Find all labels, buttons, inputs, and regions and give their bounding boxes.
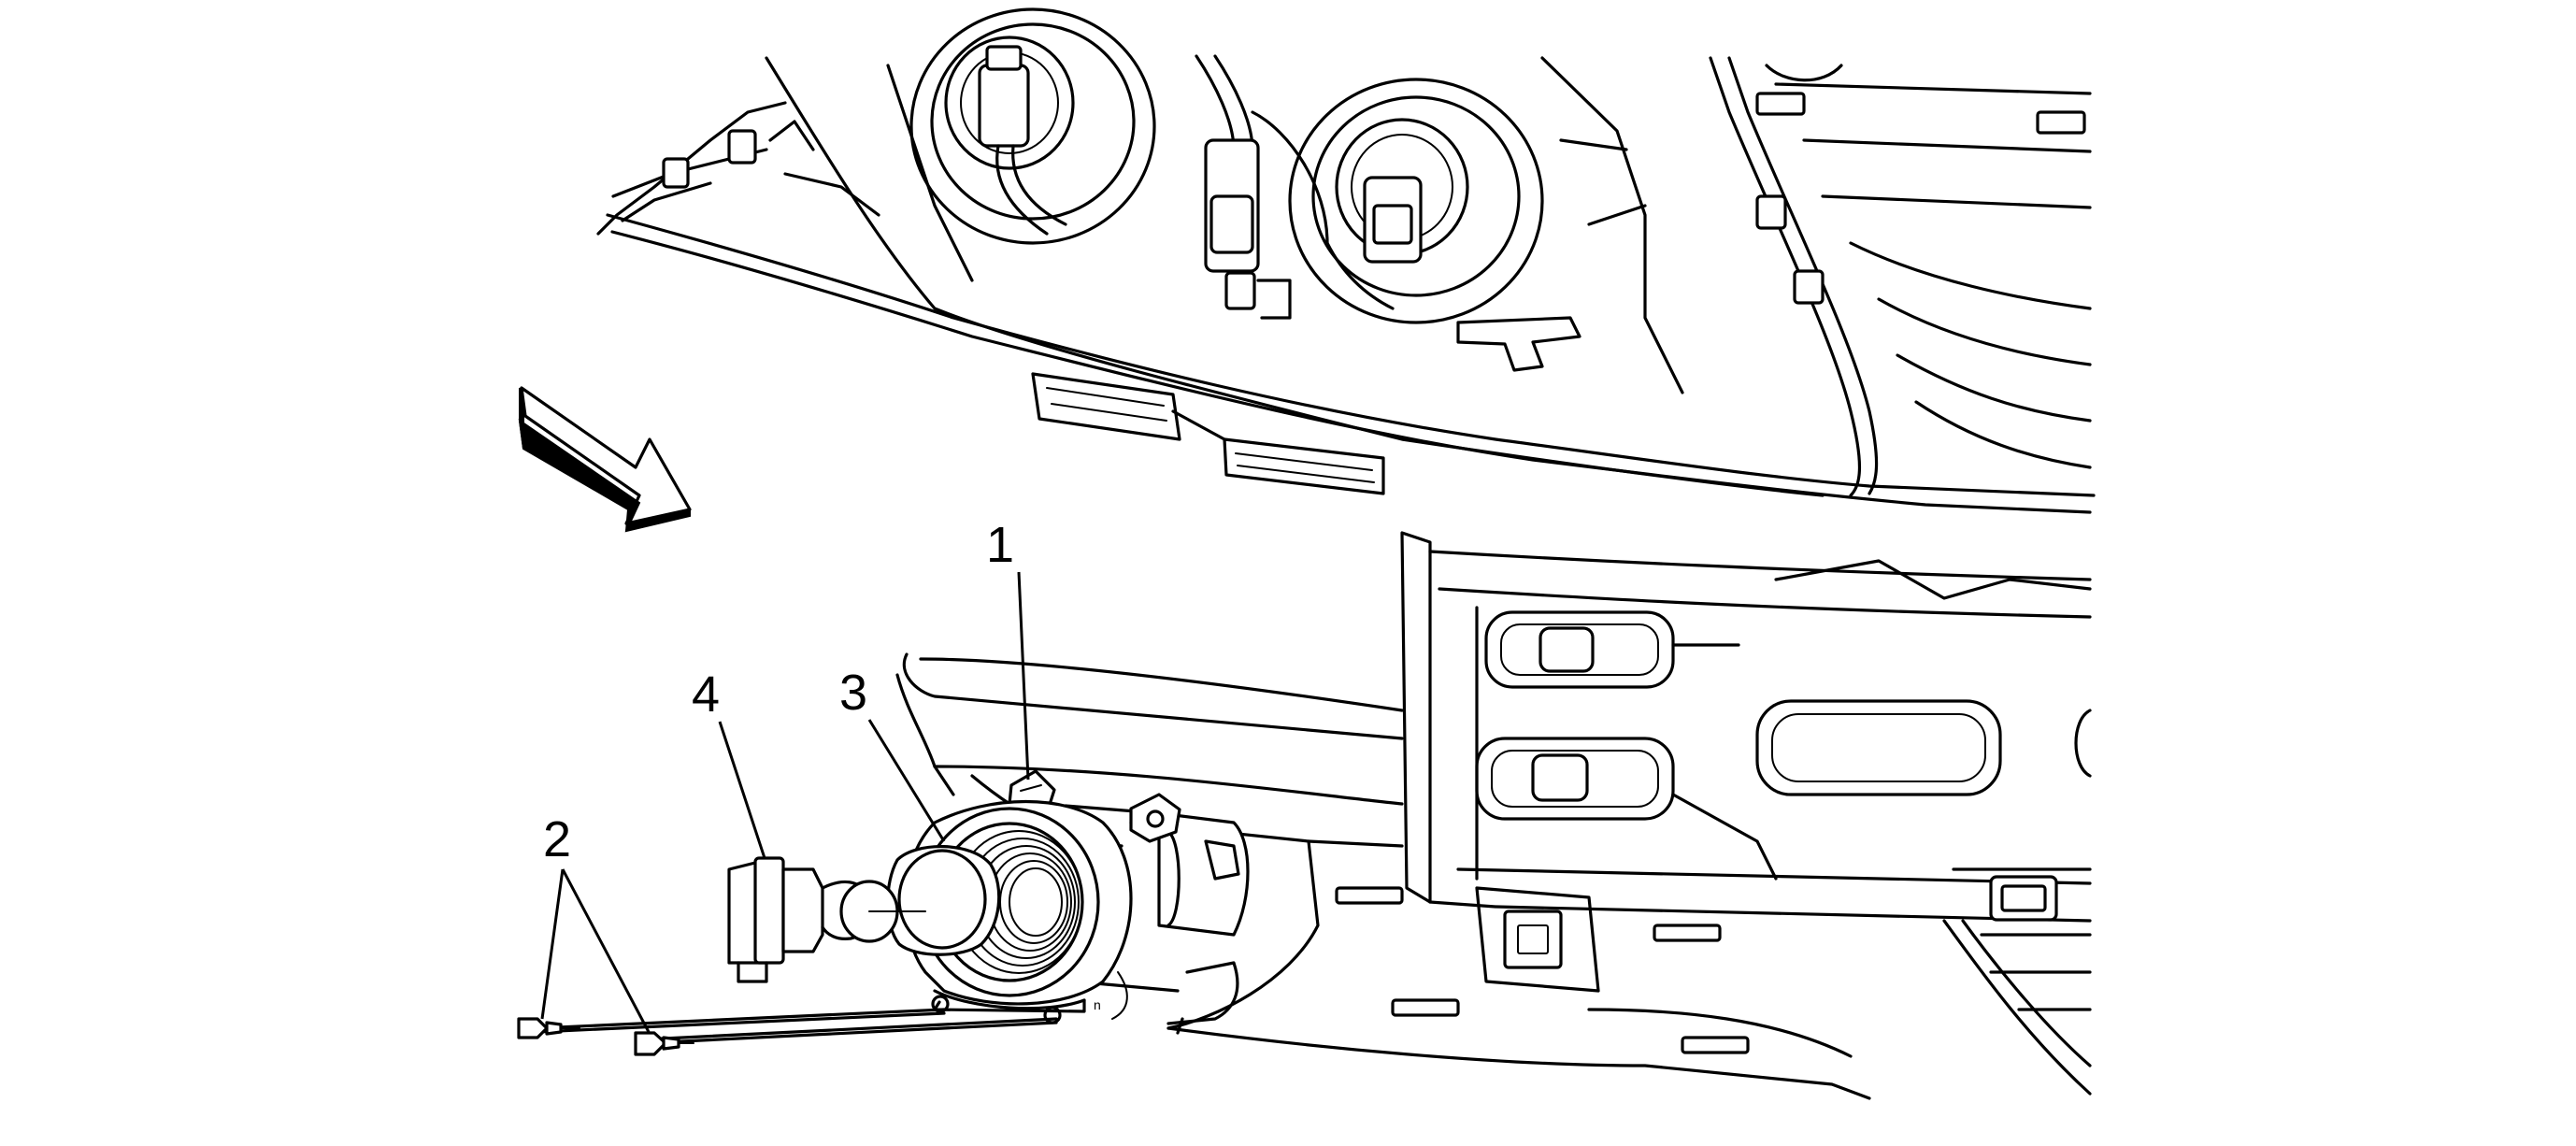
callout-1: 1 bbox=[986, 517, 1015, 573]
callout-leaders bbox=[540, 571, 1030, 1033]
fog-lamp-bulb bbox=[727, 856, 926, 983]
headlamp-right-socket bbox=[1288, 78, 1544, 324]
fog-lamp-bezel bbox=[895, 652, 1871, 1100]
callout-2: 2 bbox=[543, 811, 572, 867]
fog-lamp-screws bbox=[517, 995, 1062, 1056]
fog-lamp-assembly: n bbox=[886, 769, 1250, 1025]
callout-4: 4 bbox=[692, 666, 721, 723]
headlamp-assembly bbox=[596, 7, 2096, 514]
headlamp-left-socket bbox=[909, 7, 1156, 245]
forward-direction-arrow-icon bbox=[518, 386, 692, 533]
svg-text:n: n bbox=[1094, 997, 1101, 1012]
lower-fascia bbox=[1400, 531, 2092, 1096]
headlamp-harness-connector bbox=[1195, 54, 1329, 320]
callout-3: 3 bbox=[839, 665, 868, 721]
upper-grille bbox=[1709, 56, 2092, 497]
